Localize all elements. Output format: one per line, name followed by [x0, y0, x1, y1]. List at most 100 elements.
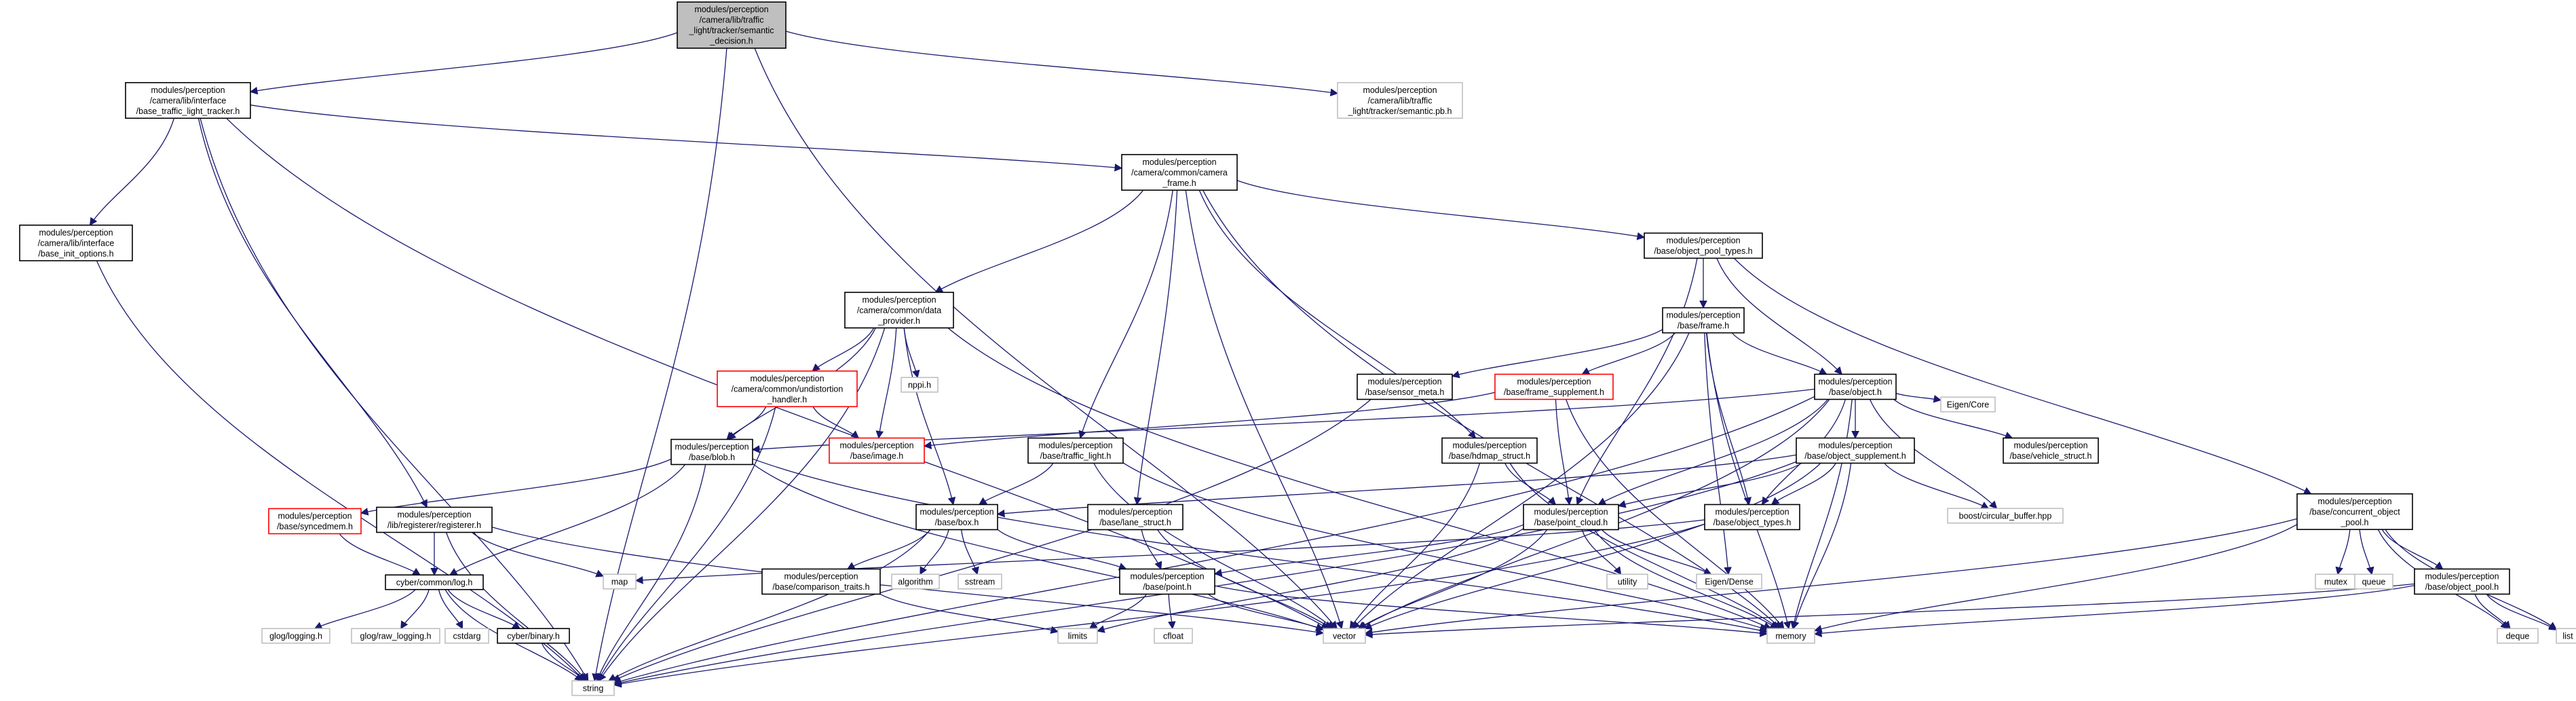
edge-log-to-cstdarg — [438, 589, 463, 630]
edge-frame-to-object — [1731, 333, 1827, 375]
node-label: modules/perception/base/point_cloud.h — [1534, 508, 1608, 528]
edge-blob-to-syncedmem — [360, 458, 672, 516]
node-label: modules/perception/base/lane_struct.h — [1098, 508, 1172, 528]
graph-node-frame[interactable]: modules/perception/base/frame.h — [1662, 307, 1745, 334]
edge-frame-supplement-to-point-cloud — [1555, 399, 1573, 506]
edge-concurrent-pool-to-mutex — [2335, 529, 2351, 575]
node-label: modules/perception/base/concurrent_objec… — [2309, 497, 2400, 527]
nodes-layer: modules/perception/camera/lib/traffic_li… — [19, 1, 2576, 696]
node-label-line: /camera/common/undistortion — [732, 384, 844, 394]
edge-blob-to-string — [596, 464, 706, 682]
graph-node-binary[interactable]: cyber/binary.h — [497, 628, 570, 644]
graph-node-traffic-light[interactable]: modules/perception/base/traffic_light.h — [1027, 437, 1124, 464]
graph-node-base-init-options[interactable]: modules/perception/camera/lib/interface/… — [19, 224, 133, 262]
node-label: modules/perception/camera/common/undisto… — [732, 374, 844, 404]
graph-node-comparison-traits[interactable]: modules/perception/base/comparison_trait… — [761, 568, 881, 595]
edge-object-pool-types-to-object — [1716, 258, 1842, 375]
edge-traffic-light-to-vector — [1093, 463, 1335, 630]
node-label: modules/perception/camera/common/camera_… — [1131, 157, 1228, 188]
graph-node-object-types[interactable]: modules/perception/base/object_types.h — [1704, 504, 1800, 531]
node-box — [571, 680, 615, 696]
node-label-line: /base/point_cloud.h — [1534, 518, 1608, 527]
node-label-line: nppi.h — [908, 380, 931, 390]
graph-node-log[interactable]: cyber/common/log.h — [385, 574, 484, 590]
edge-blob-to-log — [449, 464, 686, 575]
graph-node-point[interactable]: modules/perception/base/point.h — [1119, 568, 1215, 595]
node-label-line: modules/perception — [784, 572, 858, 582]
node-label-line: Eigen/Core — [1947, 400, 1990, 409]
graph-node-base-tl-tracker[interactable]: modules/perception/camera/lib/interface/… — [125, 81, 251, 119]
node-label-line: modules/perception — [1534, 508, 1608, 517]
graph-node-box[interactable]: modules/perception/base/box.h — [915, 504, 998, 531]
graph-node-nppi: nppi.h — [901, 377, 939, 393]
node-label-line: modules/perception — [694, 5, 768, 14]
graph-node-vehicle-struct[interactable]: modules/perception/base/vehicle_struct.h — [2003, 437, 2099, 464]
edge-object-supplement-to-point-cloud — [1617, 462, 1802, 508]
edge-camera-frame-to-data-provider — [934, 189, 1144, 293]
graph-node-object[interactable]: modules/perception/base/object.h — [1814, 373, 1897, 400]
node-box — [1337, 81, 1463, 119]
node-label-line: string — [583, 683, 604, 693]
node-label-line: /base/frame_supplement.h — [1504, 387, 1604, 397]
node-label-line: /base/object.h — [1829, 387, 1882, 397]
edge-data-provider-to-memory — [947, 327, 1772, 630]
graph-node-hdmap-struct[interactable]: modules/perception/base/hdmap_struct.h — [1441, 437, 1538, 464]
node-box — [1662, 307, 1745, 334]
node-label: modules/perception/camera/lib/traffic_li… — [1348, 86, 1452, 116]
node-box — [603, 573, 637, 590]
graph-node-semantic-decision[interactable]: modules/perception/camera/lib/traffic_li… — [677, 1, 787, 49]
graph-node-undistortion[interactable]: modules/perception/camera/common/undisto… — [717, 370, 858, 408]
edge-object-pool-to-list — [2486, 594, 2557, 630]
node-label-line: _handler.h — [767, 395, 807, 404]
node-label: map — [611, 577, 628, 586]
node-label-line: /base/point.h — [1143, 582, 1192, 592]
node-label: glog/raw_logging.h — [360, 631, 432, 641]
edge-object-supplement-to-memory — [1792, 463, 1852, 630]
node-box — [444, 628, 489, 644]
edge-data-provider-to-box — [903, 328, 956, 506]
edge-syncedmem-to-log — [339, 533, 421, 575]
node-box — [1494, 373, 1614, 400]
graph-node-object-pool-types[interactable]: modules/perception/base/object_pool_type… — [1644, 232, 1763, 259]
node-label: modules/perception/base/vehicle_struct.h — [2010, 441, 2092, 461]
edge-base-init-options-to-string — [96, 261, 586, 682]
graph-node-sensor-meta[interactable]: modules/perception/base/sensor_meta.h — [1357, 373, 1453, 400]
node-label-line: cstdarg — [453, 631, 481, 641]
node-label-line: _light/tracker/semantic.pb.h — [1348, 107, 1452, 116]
edge-semantic-decision-to-vector — [754, 48, 1338, 630]
graph-node-image[interactable]: modules/perception/base/image.h — [829, 437, 925, 464]
node-label-line: /base/object_pool.h — [2425, 582, 2499, 592]
node-label-line: /lib/registerer/registerer.h — [387, 520, 481, 530]
graph-node-frame-supplement[interactable]: modules/perception/base/frame_supplement… — [1494, 373, 1614, 400]
node-label-line: /camera/common/camera — [1131, 168, 1228, 177]
node-label-line: /base/image.h — [850, 451, 904, 461]
node-label-line: modules/perception — [151, 86, 225, 95]
graph-node-data-provider[interactable]: modules/perception/camera/common/data_pr… — [844, 291, 954, 329]
node-label: modules/perception/base/blob.h — [675, 442, 749, 463]
edge-log-to-binary — [447, 589, 521, 629]
node-box — [2497, 628, 2539, 644]
node-label: modules/perception/base/object_pool.h — [2425, 572, 2499, 592]
graph-node-syncedmem[interactable]: modules/perception/base/syncedmem.h — [268, 508, 362, 535]
graph-node-concurrent-pool[interactable]: modules/perception/base/concurrent_objec… — [2296, 493, 2413, 531]
node-label-line: /base/vehicle_struct.h — [2010, 451, 2092, 461]
node-label-line: map — [611, 577, 628, 586]
node-label: modules/perception/base/box.h — [920, 508, 993, 528]
node-label-line: /base/syncedmem.h — [277, 522, 353, 531]
graph-node-camera-frame[interactable]: modules/perception/camera/common/camera_… — [1121, 153, 1238, 191]
edge-semantic-decision-to-string — [592, 48, 727, 682]
graph-node-blob[interactable]: modules/perception/base/blob.h — [670, 438, 753, 466]
node-label: mutex — [2324, 577, 2348, 586]
node-label-line: modules/perception — [1666, 311, 1740, 320]
node-label-line: modules/perception — [278, 512, 352, 521]
graph-node-registerer[interactable]: modules/perception/lib/registerer/regist… — [376, 506, 493, 533]
edge-object-pool-to-vector — [1364, 583, 2415, 639]
edge-blob-to-memory — [752, 458, 1768, 634]
graph-node-point-cloud[interactable]: modules/perception/base/point_cloud.h — [1523, 504, 1619, 531]
graph-node-lane-struct[interactable]: modules/perception/base/lane_struct.h — [1087, 504, 1183, 531]
graph-node-object-pool[interactable]: modules/perception/base/object_pool.h — [2414, 568, 2510, 595]
node-label-line: cyber/common/log.h — [396, 577, 473, 587]
node-label-line: glog/raw_logging.h — [360, 631, 432, 641]
graph-node-object-supplement[interactable]: modules/perception/base/object_supplemen… — [1796, 437, 1915, 464]
node-label-line: /base_traffic_light_tracker.h — [136, 107, 240, 116]
